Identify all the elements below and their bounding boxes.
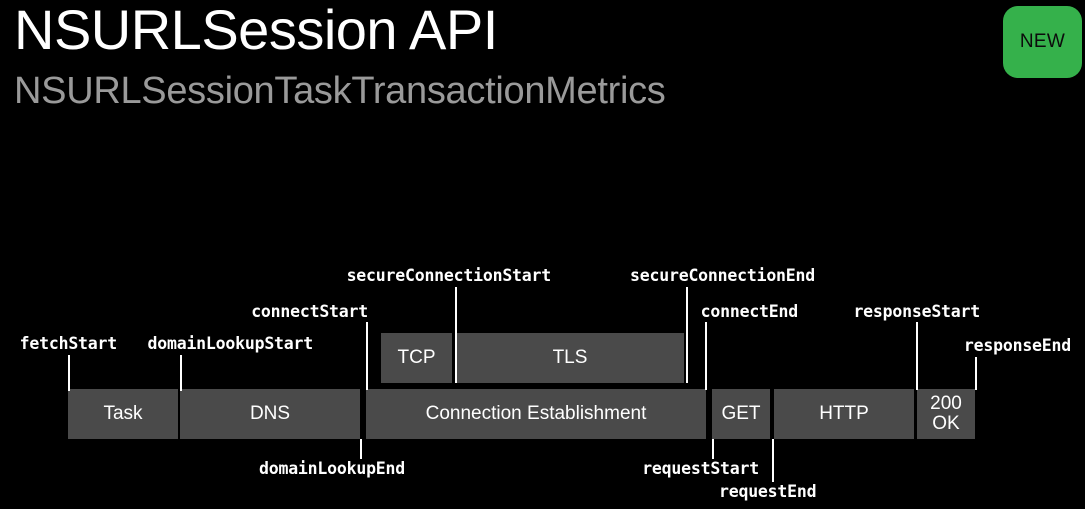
marker-label-responsestart: responseStart — [853, 302, 980, 321]
new-badge: NEW — [1003, 6, 1082, 78]
timeline-segment-task: Task — [68, 389, 178, 439]
tick-domainlookupend — [360, 439, 362, 459]
tick-requeststart — [712, 439, 714, 459]
tick-requestend — [772, 439, 774, 482]
tick-secureconnectionstart — [455, 287, 457, 383]
tick-responsestart — [916, 322, 918, 390]
timeline-segment-connection-establishment: Connection Establishment — [366, 389, 706, 439]
marker-label-secureconnectionend: secureConnectionEnd — [630, 266, 815, 285]
marker-label-domainlookupstart: domainLookupStart — [147, 334, 314, 353]
timeline-segment-get: GET — [712, 389, 770, 439]
marker-label-requeststart: requestStart — [642, 459, 759, 478]
timeline-segment-tcp: TCP — [381, 333, 452, 383]
tick-fetchstart — [68, 355, 70, 391]
marker-label-connectstart: connectStart — [251, 302, 368, 321]
new-badge-label: NEW — [1019, 31, 1066, 52]
tick-connectend — [705, 322, 707, 390]
tick-responseend — [975, 357, 977, 390]
page-subtitle: NSURLSessionTaskTransactionMetrics — [14, 70, 666, 112]
marker-label-fetchstart: fetchStart — [19, 334, 118, 353]
marker-label-requestend: requestEnd — [719, 482, 817, 501]
marker-label-responseend: responseEnd — [963, 336, 1071, 355]
marker-label-connectend: connectEnd — [700, 302, 799, 321]
marker-label-secureconnectionstart: secureConnectionStart — [346, 266, 552, 285]
timeline-segment-200-ok: 200 OK — [917, 389, 975, 439]
tick-connectstart — [366, 322, 368, 390]
tick-domainlookupstart — [180, 355, 182, 391]
marker-label-domainlookupend: domainLookupEnd — [259, 459, 406, 478]
timeline-segment-http: HTTP — [774, 389, 914, 439]
tick-secureconnectionend — [686, 287, 688, 383]
page-title: NSURLSession API — [14, 0, 498, 61]
timeline-segment-tls: TLS — [456, 333, 684, 383]
timeline-segment-dns: DNS — [180, 389, 360, 439]
